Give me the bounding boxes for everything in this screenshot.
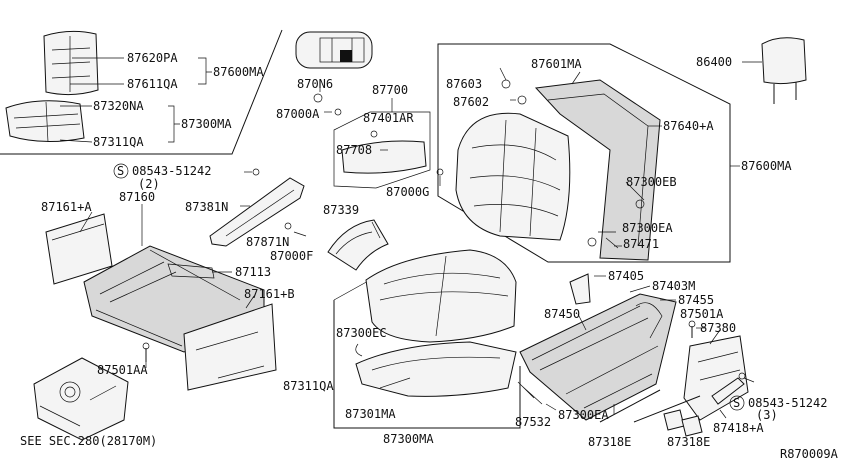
label-87160: 87160 bbox=[119, 190, 155, 204]
label-87300EC: 87300EC bbox=[336, 326, 387, 340]
label-87700: 87700 bbox=[372, 83, 408, 97]
label-870N6: 870N6 bbox=[297, 77, 333, 91]
label-87501A: 87501A bbox=[680, 307, 724, 321]
label-87380: 87380 bbox=[700, 321, 736, 335]
label-87318E-a: 87318E bbox=[588, 435, 631, 449]
label-87000F: 87000F bbox=[270, 249, 313, 263]
seat-frame-left bbox=[33, 204, 277, 441]
label-87381N: 87381N bbox=[185, 200, 228, 214]
screw-top-group bbox=[113, 163, 260, 179]
label-87405: 87405 bbox=[608, 269, 644, 283]
label-87600MA-right: 87600MA bbox=[741, 159, 792, 173]
label-see-sec-280: SEE SEC.280(28170M) bbox=[20, 434, 157, 448]
s-symbol-bottom: S bbox=[733, 396, 740, 410]
label-87161+A: 87161+A bbox=[41, 200, 92, 214]
label-87455: 87455 bbox=[678, 293, 714, 307]
headrest bbox=[742, 37, 807, 104]
label-87320NA: 87320NA bbox=[93, 99, 144, 113]
label-87603: 87603 bbox=[446, 77, 482, 91]
vehicle-location-icon bbox=[295, 31, 373, 69]
seat-overview-inset bbox=[0, 29, 283, 155]
seat-back-assembly bbox=[437, 43, 740, 263]
label-08543-51242-bottom: 08543-51242 bbox=[748, 396, 827, 410]
label-qty-2: (2) bbox=[138, 177, 160, 191]
label-87300MA-top: 87300MA bbox=[181, 117, 232, 131]
label-87611QA: 87611QA bbox=[127, 77, 178, 91]
label-87450: 87450 bbox=[544, 307, 580, 321]
label-87620PA: 87620PA bbox=[127, 51, 178, 65]
label-87871N: 87871N bbox=[246, 235, 289, 249]
label-87161+B: 87161+B bbox=[244, 287, 295, 301]
seat-cushion-group bbox=[327, 219, 521, 429]
label-87318E-b: 87318E bbox=[667, 435, 710, 449]
reference-code: R870009A bbox=[780, 447, 839, 461]
label-87311QA-top: 87311QA bbox=[93, 135, 144, 149]
label-86400: 86400 bbox=[696, 55, 732, 69]
label-87403M: 87403M bbox=[652, 279, 695, 293]
label-87000A: 87000A bbox=[276, 107, 320, 121]
label-87301MA: 87301MA bbox=[345, 407, 396, 421]
side-trim-87381N bbox=[209, 177, 307, 247]
label-87640+A: 87640+A bbox=[663, 119, 714, 133]
label-87471: 87471 bbox=[623, 237, 659, 251]
label-87401AR: 87401AR bbox=[363, 111, 414, 125]
label-87602: 87602 bbox=[453, 95, 489, 109]
label-87708: 87708 bbox=[336, 143, 372, 157]
label-87300EA-top: 87300EA bbox=[622, 221, 673, 235]
label-87339: 87339 bbox=[323, 203, 359, 217]
label-87300EA-bottom: 87300EA bbox=[558, 408, 609, 422]
seat-adjuster-group bbox=[517, 273, 755, 437]
s-symbol-top: S bbox=[117, 164, 124, 178]
label-87601MA: 87601MA bbox=[531, 57, 582, 71]
label-87418+A: 87418+A bbox=[713, 421, 764, 435]
armrest-group bbox=[313, 86, 444, 189]
label-qty-3: (3) bbox=[756, 408, 778, 422]
label-87300EB: 87300EB bbox=[626, 175, 677, 189]
label-87311QA-bottom: 87311QA bbox=[283, 379, 334, 393]
label-87600MA-top: 87600MA bbox=[213, 65, 264, 79]
label-87113: 87113 bbox=[235, 265, 271, 279]
label-08543-51242-top: 08543-51242 bbox=[132, 164, 211, 178]
label-87501AA: 87501AA bbox=[97, 363, 148, 377]
label-87300MA-bottom: 87300MA bbox=[383, 432, 434, 446]
label-87000G: 87000G bbox=[386, 185, 429, 199]
label-87532: 87532 bbox=[515, 415, 551, 429]
